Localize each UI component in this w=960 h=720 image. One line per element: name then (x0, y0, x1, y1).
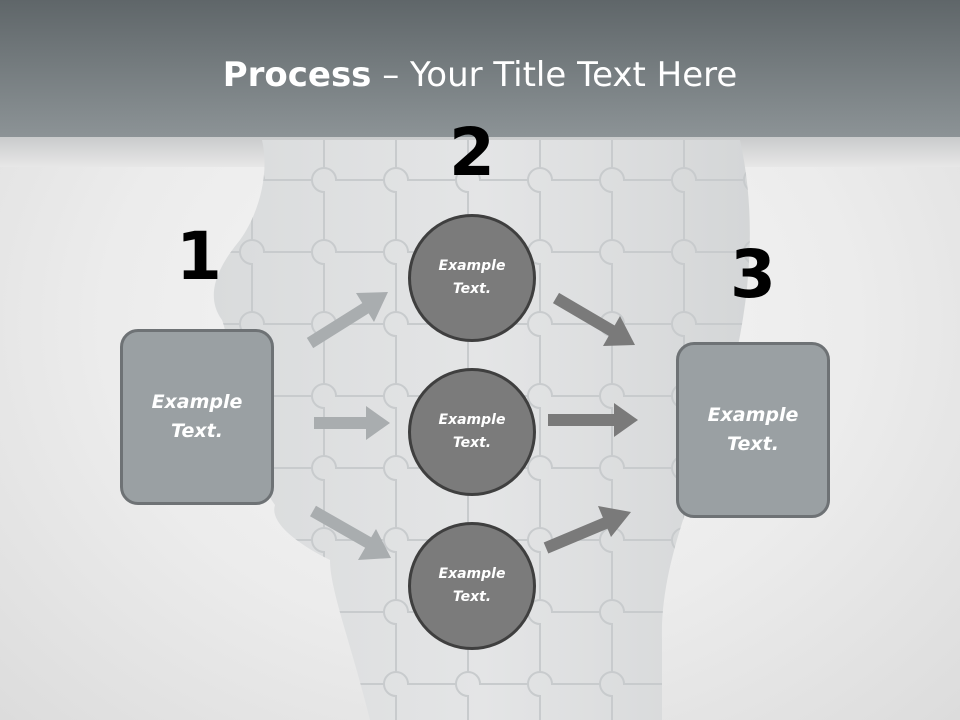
slide-title: Process – Your Title Text Here (0, 54, 960, 96)
step-2-circle-top: Example Text. (408, 214, 536, 342)
step-2-circle-middle-text: Example Text. (438, 412, 506, 451)
arrow-2-to-3-top (552, 292, 635, 346)
arrow-1-to-2-top (306, 292, 388, 349)
step-2-circle-bottom-text: Example Text. (438, 566, 506, 605)
arrow-2-to-3-middle (548, 403, 638, 437)
step-1-box-text: Example Text. (151, 391, 243, 442)
step-2-circle-middle: Example Text. (408, 368, 536, 496)
step-3-box-text: Example Text. (707, 404, 799, 455)
arrow-1-to-2-middle (314, 406, 390, 440)
step-2-circle-bottom: Example Text. (408, 522, 536, 650)
step-number-3: 3 (730, 236, 776, 313)
arrow-1-to-2-bottom (310, 505, 391, 560)
title-rest: – Your Title Text Here (371, 55, 738, 95)
title-bold: Process (222, 55, 372, 95)
step-1-box: Example Text. (120, 329, 274, 505)
step-number-2: 2 (449, 114, 495, 191)
step-number-1: 1 (176, 218, 222, 295)
title-bar (0, 0, 960, 137)
arrow-2-to-3-bottom (543, 506, 631, 554)
step-3-box: Example Text. (676, 342, 830, 518)
step-2-circle-top-text: Example Text. (438, 258, 506, 297)
